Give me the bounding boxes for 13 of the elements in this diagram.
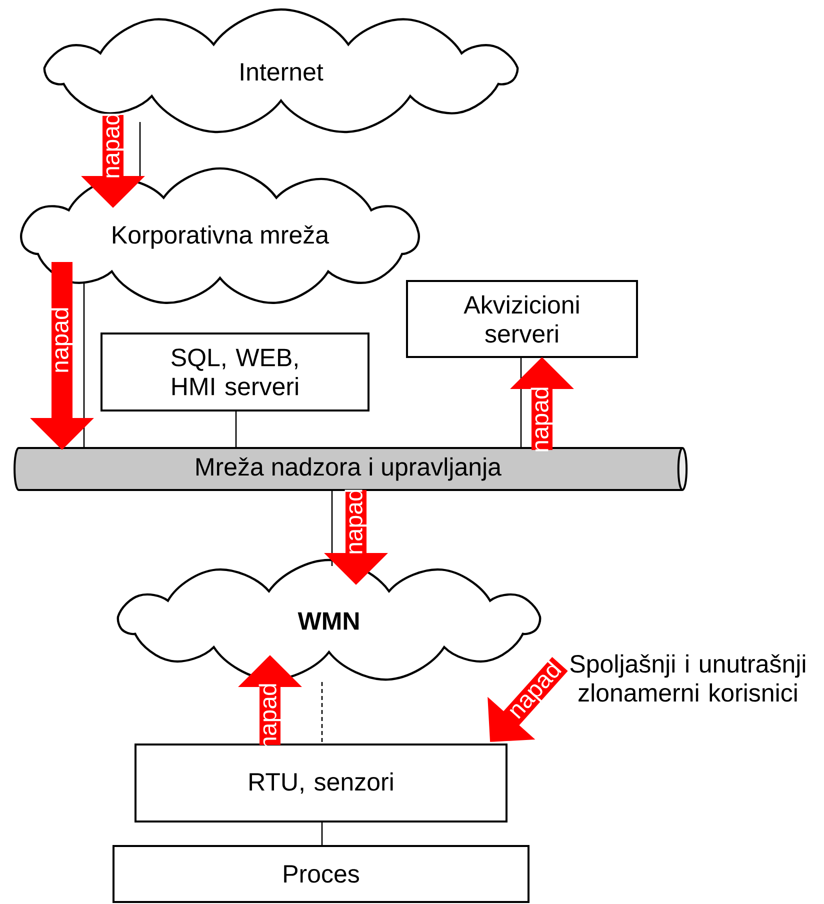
connector-line (520, 357, 522, 448)
user-label: Spoljašnji i unutrašnji zlonamerni korisnici (570, 654, 806, 702)
arrow-label: napad (50, 308, 74, 372)
arrow-label: napad (102, 114, 124, 178)
connector-line (83, 283, 85, 448)
arrow-label: napad (344, 490, 368, 554)
system-box: Proces (112, 845, 530, 904)
arrow-label: napad (530, 388, 554, 452)
system-box: Akvizicioni serveri (406, 280, 638, 358)
connector-line (321, 682, 323, 745)
system-box: SQL, WEB, HMI serveri (100, 332, 370, 412)
connector-line (235, 411, 237, 448)
connector-line (321, 822, 323, 846)
